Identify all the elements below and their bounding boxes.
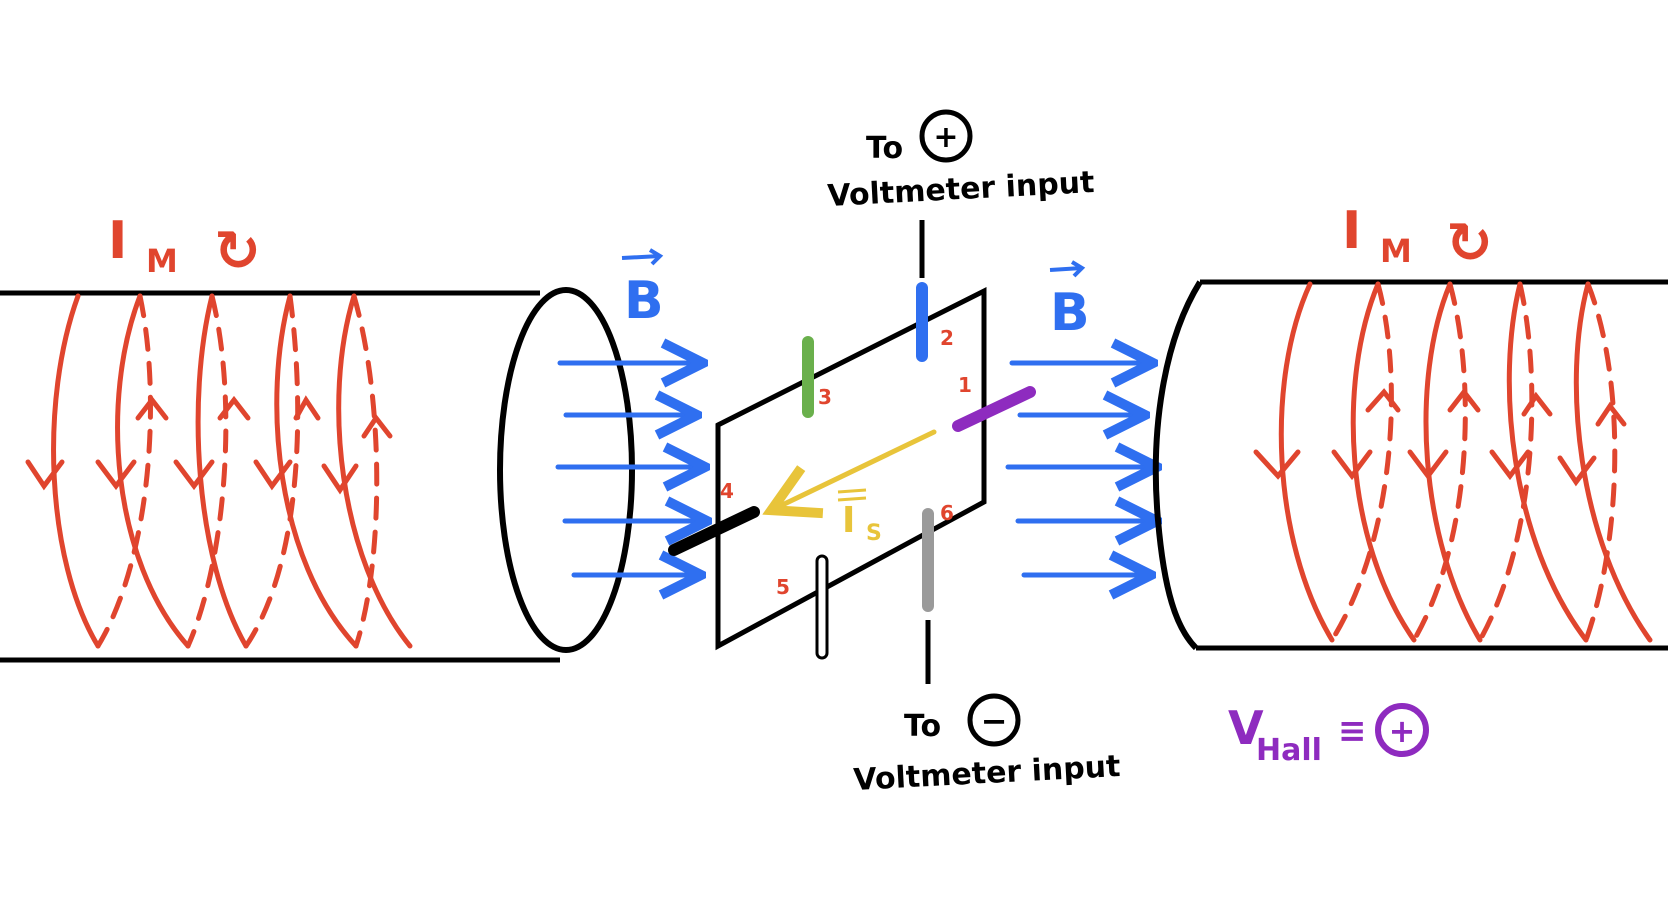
right-field-arrows (1005, 363, 1152, 575)
contact-3-number: 3 (818, 385, 832, 409)
hall-voltage-subscript: Hall (1256, 733, 1322, 768)
left-field-label: B (621, 248, 664, 331)
sample-current-arrow (776, 429, 937, 508)
right-field-label: B (1049, 260, 1090, 343)
right-coil-rotation-icon: ↻ (1446, 211, 1493, 276)
positive-terminal-sign: + (933, 120, 958, 155)
sample-current-label: I S (837, 488, 882, 546)
left-coil-rotation-icon: ↻ (214, 219, 261, 284)
hall-plate (715, 286, 987, 651)
sample-current-subscript: S (866, 521, 882, 546)
contact-5-number: 5 (776, 575, 790, 599)
negative-terminal-icon (967, 693, 1021, 747)
left-coil-current-symbol: I (108, 211, 127, 271)
contact-1 (952, 386, 1036, 432)
hall-sample: 2 3 1 4 5 6 I S (668, 220, 1036, 684)
bottom-lead-to: To (904, 709, 941, 744)
top-lead-to: To (866, 131, 903, 166)
contact-5 (815, 554, 829, 660)
hall-positive-sign: + (1389, 712, 1416, 750)
top-lead-label: To + Voltmeter input (827, 109, 1096, 214)
left-coil-current-label: I M ↻ (108, 211, 261, 284)
negative-terminal-sign: − (981, 702, 1008, 740)
right-coil-current-label: I M ↻ (1342, 201, 1493, 276)
left-solenoid-end-face (497, 287, 635, 653)
hall-voltage-note: V Hall ≡ + (1228, 701, 1429, 768)
contact-4 (668, 506, 760, 556)
positive-terminal-icon (919, 109, 973, 163)
sample-current-symbol: I (842, 500, 855, 541)
right-coil-windings (1253, 281, 1653, 643)
left-coil-windings (25, 293, 413, 649)
left-field-symbol: B (624, 271, 664, 331)
hall-positive-icon (1375, 703, 1429, 757)
left-solenoid: I M ↻ (0, 211, 635, 663)
right-solenoid-end-face (1152, 280, 1203, 651)
hall-voltage-relation: ≡ (1338, 711, 1367, 751)
contact-2-number: 2 (940, 326, 954, 350)
bottom-lead-voltmeter-text: Voltmeter input (853, 749, 1122, 798)
right-coil-current-subscript: M (1380, 232, 1412, 270)
bottom-lead-label: To − Voltmeter input (853, 693, 1122, 798)
right-coil-current-symbol: I (1342, 201, 1361, 261)
right-field-symbol: B (1050, 283, 1090, 343)
hall-voltage-symbol: V (1228, 701, 1264, 755)
left-field-arrows (555, 363, 702, 575)
contact-1-number: 1 (958, 373, 972, 397)
right-solenoid: I M ↻ (1152, 201, 1668, 651)
contact-4-number: 4 (720, 479, 734, 503)
left-coil-current-subscript: M (146, 242, 178, 280)
contact-6-number: 6 (940, 501, 954, 525)
top-lead-voltmeter-text: Voltmeter input (827, 165, 1096, 214)
